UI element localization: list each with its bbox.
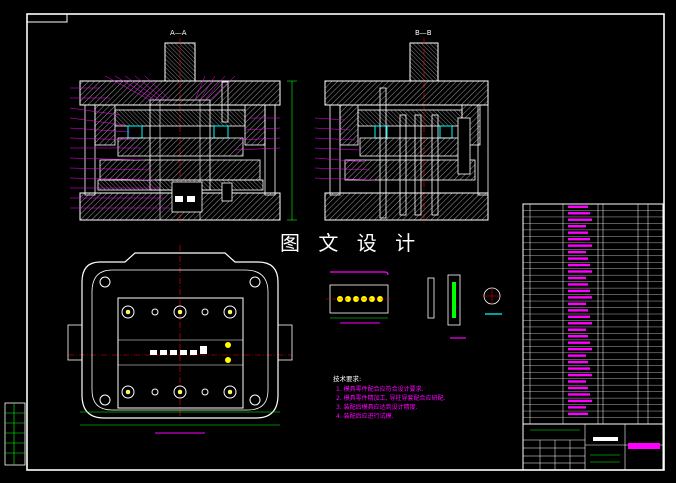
parts-list-entry-mark	[568, 315, 590, 318]
strip-layout	[326, 271, 392, 324]
parts-list-entry-mark	[568, 380, 586, 383]
parts-list-entry-mark	[568, 406, 586, 409]
parts-list-entry-mark	[568, 270, 592, 273]
parts-list-entry-mark	[568, 393, 590, 396]
parts-list-entry-mark	[568, 386, 588, 390]
parts-list-entry-mark	[568, 373, 592, 377]
section-view-a: A—A	[69, 29, 297, 225]
parts-list-entry-mark	[568, 218, 592, 221]
watermark-text: 图 文 设 计	[280, 231, 421, 255]
parts-list-entry-mark	[568, 309, 588, 312]
parts-list-entry-mark	[568, 412, 588, 416]
binding-strip	[4, 402, 26, 466]
parts-list-entry-mark	[568, 341, 590, 344]
parts-list-entry-mark	[568, 354, 586, 357]
tech-req-item: 4. 装配后应进行试模.	[336, 412, 394, 420]
title-block	[522, 423, 664, 471]
parts-list-entry-mark	[568, 263, 590, 267]
tech-req-item: 2. 模具零件精加工, 导柱导套配合应研配.	[336, 394, 445, 402]
parts-list-entry-mark	[568, 302, 586, 306]
parts-list-entry-mark	[568, 328, 586, 331]
tech-req-heading: 技术要求:	[333, 374, 361, 383]
parts-list-entry-mark	[568, 225, 586, 228]
parts-list-entry-mark	[568, 347, 592, 351]
plan-view	[67, 245, 293, 434]
tech-req-item: 1. 模具零件配合应符合设计要求.	[336, 385, 424, 393]
parts-list	[522, 203, 664, 425]
parts-list-entry-mark	[568, 360, 588, 364]
section-view-b: B—B	[314, 29, 489, 225]
parts-list-entry-mark	[568, 244, 592, 247]
drawing-frame	[26, 13, 665, 471]
parts-list-entry-mark	[568, 257, 588, 260]
parts-list-entry-mark	[568, 205, 588, 208]
part-detail	[427, 274, 502, 339]
parts-list-entry-mark	[568, 399, 592, 403]
parts-list-entry-mark	[568, 335, 588, 338]
parts-list-entry-mark	[568, 322, 592, 325]
parts-list-entry-mark	[568, 289, 590, 293]
section-label-b: B—B	[415, 29, 432, 37]
tech-req-item: 3. 装配后模具应达到设计精度.	[336, 403, 418, 411]
parts-list-entry-mark	[568, 296, 592, 299]
tech-requirements: 技术要求: 1. 模具零件配合应符合设计要求. 2. 模具零件精加工, 导柱导套…	[333, 374, 445, 420]
parts-list-entry-mark	[568, 231, 588, 234]
parts-list-entry-mark	[568, 212, 590, 215]
parts-list-entry-mark	[568, 367, 590, 370]
parts-list-entry-mark	[568, 283, 588, 286]
parts-list-entry-mark	[568, 237, 590, 241]
section-label-a: A—A	[170, 29, 187, 37]
parts-list-entry-mark	[568, 276, 586, 280]
parts-list-entry-mark	[568, 250, 586, 254]
